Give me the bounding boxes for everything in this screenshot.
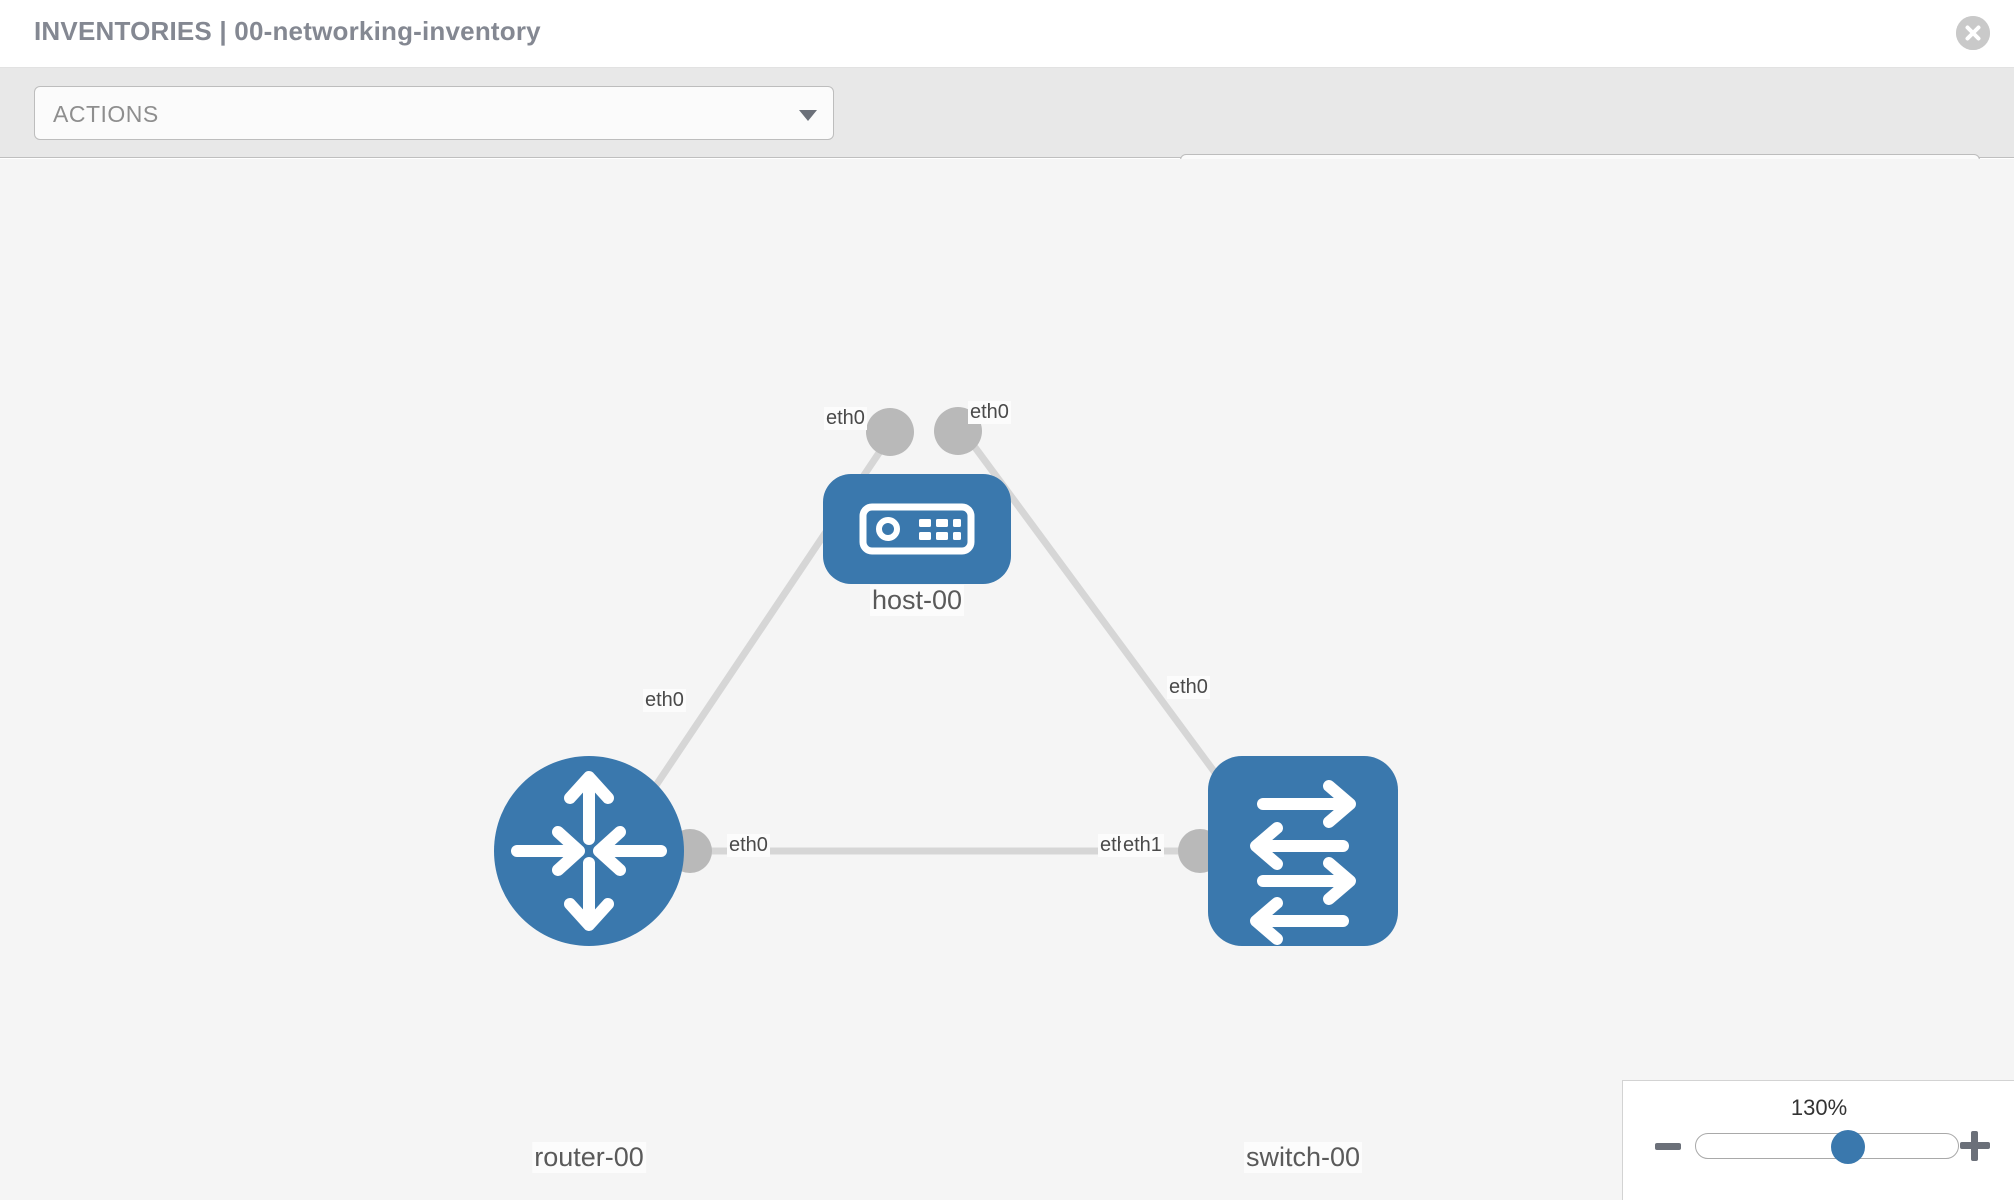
topology-canvas[interactable]: eth0 eth0 eth0 eth0 eth0 eth0 eth1 host-… [0, 159, 2014, 1200]
actions-dropdown-label: ACTIONS [53, 101, 159, 127]
chevron-down-icon [799, 110, 817, 121]
minus-icon[interactable] [1655, 1143, 1681, 1150]
zoom-slider[interactable] [1695, 1130, 1959, 1164]
page-header: INVENTORIES | 00-networking-inventory [0, 0, 2014, 68]
actions-dropdown[interactable]: ACTIONS [34, 86, 834, 140]
zoom-level-value: 130% [1790, 1095, 1848, 1120]
node-router-00 [494, 756, 684, 946]
connector-host-left [866, 408, 914, 456]
node-label-host-00: host-00 [869, 585, 965, 616]
zoom-slider-thumb[interactable] [1830, 1130, 1865, 1164]
page-title: INVENTORIES | 00-networking-inventory [34, 16, 541, 46]
iface-label: eth1 [1121, 834, 1164, 857]
plus-icon[interactable] [1960, 1131, 1990, 1161]
iface-label: eth0 [727, 834, 770, 857]
close-icon[interactable] [1956, 16, 1990, 50]
node-switch-00 [1208, 756, 1398, 946]
node-label-switch-00: switch-00 [1243, 1142, 1363, 1173]
iface-label: eth0 [824, 407, 867, 430]
iface-label: eth0 [643, 689, 686, 712]
iface-label: eth0 [968, 401, 1011, 424]
iface-label: eth0 [1167, 676, 1210, 699]
node-label-router-00: router-00 [532, 1142, 646, 1173]
node-host-00 [823, 474, 1011, 584]
toolbar: ACTIONS SEARCH [0, 68, 2014, 208]
zoom-control-panel: 130% [1622, 1080, 2014, 1200]
